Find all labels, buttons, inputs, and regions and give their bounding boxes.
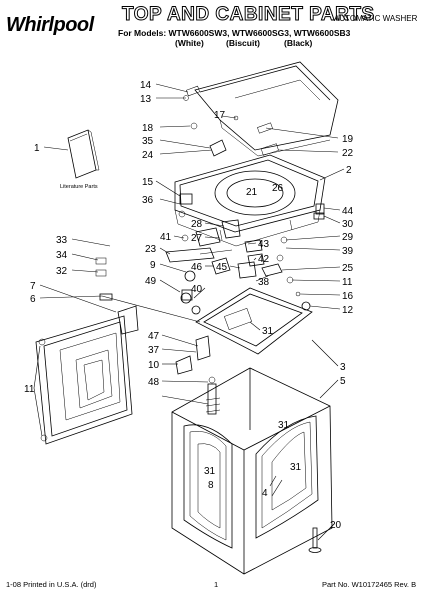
cabinet-front-panel [35,305,139,445]
spring-coils [205,397,221,413]
callout-1: 1 [34,143,40,154]
callout-5: 5 [340,376,346,387]
callout-labels: 14 13 17 18 35 24 19 22 1 2 15 36 21 26 … [24,80,354,531]
callout-38: 38 [258,277,270,288]
leader-lines [33,83,345,541]
callout-13: 13 [140,94,152,105]
callout-29: 29 [342,232,354,243]
callout-33: 33 [56,235,68,246]
callout-49: 49 [145,276,157,287]
part-number: Part No. W10172465 Rev. B [322,580,417,589]
wire-harness-clip [95,257,107,265]
callout-19: 19 [342,134,354,145]
control-mount [99,293,113,301]
lid-strike [260,143,279,156]
callout-36: 36 [142,195,154,206]
callout-47: 47 [148,331,160,342]
callout-31-side: 31 [278,420,290,431]
callout-22: 22 [342,148,354,159]
pump [195,335,211,361]
screw [208,376,216,384]
screw [295,291,301,297]
callout-27: 27 [191,233,203,244]
page-number: 1 [214,580,219,589]
rear-clip [315,203,325,215]
callout-18: 18 [142,123,154,134]
callout-2: 2 [346,165,352,176]
lid-switch [209,139,227,157]
callout-20: 20 [330,520,342,531]
wire-harness-clip [95,269,107,277]
callout-30: 30 [342,219,354,230]
callout-37: 37 [148,345,160,356]
callout-11: 11 [342,277,353,288]
variant-biscuit: (Biscuit) [226,38,260,48]
callout-40: 40 [191,284,203,295]
variant-white: (White) [175,38,204,48]
callout-7: 7 [30,281,36,292]
callout-32: 32 [56,266,68,277]
screw [178,210,186,218]
callout-48: 48 [148,377,160,388]
callout-24: 24 [142,150,154,161]
top-panel [174,154,326,247]
washer-lid [186,61,339,157]
console-linkage [165,219,288,279]
callout-25: 25 [342,263,354,274]
callout-34: 34 [56,250,68,261]
callout-15: 15 [142,177,154,188]
callout-41: 41 [160,232,172,243]
spring-support [207,383,217,415]
callout-17: 17 [214,110,226,121]
callout-16: 16 [342,291,354,302]
callout-6: 6 [30,294,36,305]
callout-11-panel: 11 [24,384,35,395]
callout-31-front: 31 [204,466,216,477]
callout-8: 8 [208,480,214,491]
callout-45: 45 [216,262,228,273]
callout-43: 43 [258,239,270,250]
variant-black: (Black) [284,38,313,48]
print-info: 1-08 Printed in U.S.A. (drd) [6,580,97,589]
callout-12: 12 [342,305,354,316]
callout-42: 42 [258,254,270,265]
callout-21: 21 [246,187,258,198]
callout-14: 14 [140,80,152,91]
page-title: TOP AND CABINET PARTS [122,4,375,26]
leveling-foot [308,527,322,553]
callout-3: 3 [340,362,346,373]
callout-10: 10 [148,360,160,371]
hinge-bracket [179,193,193,205]
tub-ring-frame [195,287,313,355]
callout-44: 44 [342,206,354,217]
callout-31-lower: 31 [290,462,302,473]
callout-35: 35 [142,136,154,147]
literature-booklet [67,129,100,179]
bumper-pad [180,292,192,304]
document-type: AUTOMATIC WASHER [334,14,418,23]
motor-bracket [175,355,193,375]
lid-bumper [257,122,273,134]
callout-23: 23 [145,244,157,255]
callout-31-ring: 31 [262,326,274,337]
literature-parts-label: Literature Parts [60,184,98,190]
callout-39: 39 [342,246,354,257]
callout-4: 4 [262,488,268,499]
callout-9: 9 [150,260,156,271]
brand-logo: Whirlpool [6,14,94,36]
callout-46: 46 [191,262,203,273]
screw [190,122,198,130]
bumper-pad [191,305,201,315]
callout-26: 26 [272,183,284,194]
model-numbers: For Models: WTW6600SW3, WTW6600SG3, WTW6… [118,28,351,38]
knob [184,270,196,282]
cabinet [171,367,333,575]
callout-28: 28 [191,219,203,230]
